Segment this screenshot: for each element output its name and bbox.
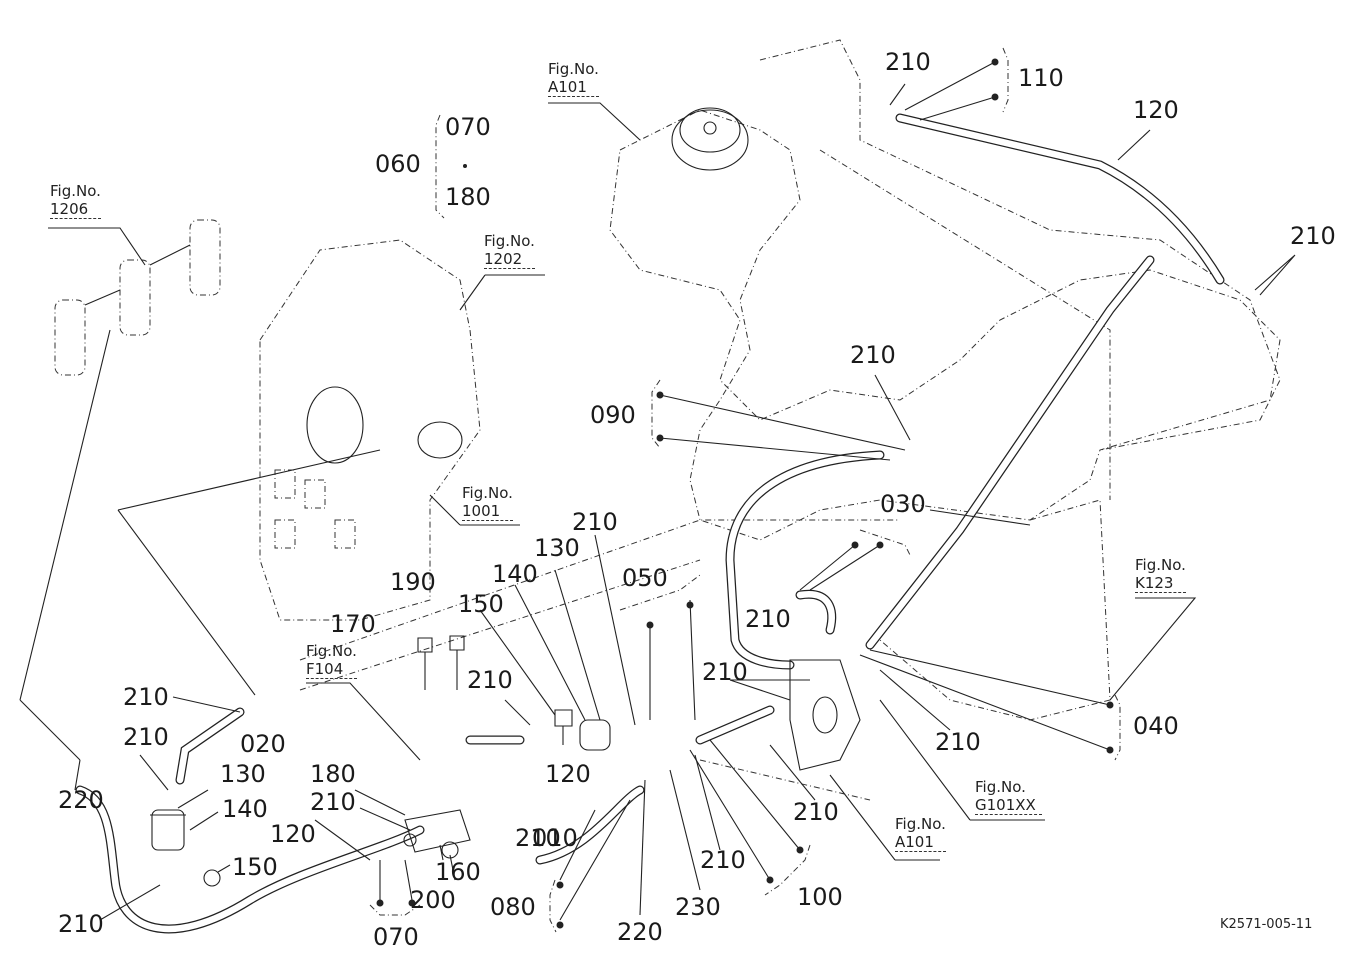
callout-210[interactable]: 210: [123, 683, 169, 711]
bolts: [203, 635, 573, 887]
callout-120[interactable]: 120: [1133, 96, 1179, 124]
fig-ref-label: Fig.No.: [895, 815, 946, 833]
callout-140[interactable]: 140: [492, 560, 538, 588]
fuel-hoses: [75, 113, 1225, 934]
callout-190[interactable]: 190: [390, 568, 436, 596]
fig-ref-number: 1206: [50, 200, 101, 219]
callout-230[interactable]: 230: [675, 893, 721, 921]
callout-100[interactable]: 100: [797, 883, 843, 911]
callout-110[interactable]: 110: [1018, 64, 1064, 92]
fig-ref-label: Fig.No.: [484, 232, 535, 250]
callout-210[interactable]: 210: [935, 728, 981, 756]
callout-080[interactable]: 080: [490, 893, 536, 921]
fig-ref-number: G101XX: [975, 796, 1042, 815]
callout-130[interactable]: 130: [220, 760, 266, 788]
callout-220[interactable]: 220: [58, 786, 104, 814]
callout-180[interactable]: 180: [310, 760, 356, 788]
leader-lines: [19, 61, 1296, 921]
callout-210[interactable]: 210: [123, 723, 169, 751]
callout-dots: [376, 58, 1114, 929]
callout-210[interactable]: 210: [58, 910, 104, 938]
chassis-frame: [299, 39, 1281, 801]
callout-210[interactable]: 210: [1290, 222, 1336, 250]
fig-ref-number: F104: [306, 660, 357, 679]
callout-020[interactable]: 020: [240, 730, 286, 758]
fuel-tank: [609, 107, 1281, 541]
fig-ref-label: Fig.No.: [975, 778, 1026, 796]
fig-ref-f104: Fig.No. F104: [306, 642, 357, 679]
callout-210[interactable]: 210: [850, 341, 896, 369]
callout-210[interactable]: 210: [885, 48, 931, 76]
fig-ref-label: Fig.No.: [462, 484, 513, 502]
callout-130[interactable]: 130: [534, 534, 580, 562]
fig-ref-label: Fig.No.: [1135, 556, 1186, 574]
mount-bracket: [403, 809, 471, 859]
fig-ref-number: 1202: [484, 250, 535, 269]
fig-ref-number: A101: [895, 833, 946, 852]
callout-170[interactable]: 170: [330, 610, 376, 638]
fuel-filter: [150, 719, 611, 851]
fig-ref-number: K123: [1135, 574, 1186, 593]
callout-120[interactable]: 120: [270, 820, 316, 848]
callout-070[interactable]: 070: [373, 923, 419, 951]
fig-ref-label: Fig.No.: [306, 642, 357, 660]
callout-150[interactable]: 150: [232, 853, 278, 881]
callout-220[interactable]: 220: [617, 918, 663, 946]
engine-block: [259, 239, 481, 621]
callout-160[interactable]: 160: [435, 858, 481, 886]
fig-ref-number: 1001: [462, 502, 513, 521]
fig-ref-1206: Fig.No. 1206: [50, 182, 101, 219]
drawing-code: K2571-005-11: [1220, 917, 1313, 932]
fig-ref-a101-bottom: Fig.No. A101: [895, 815, 946, 852]
callout-120[interactable]: 120: [545, 760, 591, 788]
callout-050[interactable]: 050: [622, 564, 668, 592]
callout-060[interactable]: 060: [375, 150, 421, 178]
callout-210[interactable]: 210: [515, 824, 561, 852]
fig-ref-label: Fig.No.: [548, 60, 599, 78]
fig-ref-g101xx: Fig.No. G101XX: [975, 778, 1042, 815]
callout-180-group[interactable]: 180: [445, 183, 491, 211]
callout-150[interactable]: 150: [458, 590, 504, 618]
callout-210[interactable]: 210: [572, 508, 618, 536]
fig-ref-1001: Fig.No. 1001: [462, 484, 513, 521]
callout-040[interactable]: 040: [1133, 712, 1179, 740]
callout-210[interactable]: 210: [700, 846, 746, 874]
callout-210[interactable]: 210: [467, 666, 513, 694]
fig-ref-a101-top: Fig.No. A101: [548, 60, 599, 97]
injectors: [54, 219, 221, 376]
fuel-pump: [789, 659, 861, 771]
callout-210[interactable]: 210: [702, 658, 748, 686]
fig-ref-1202: Fig.No. 1202: [484, 232, 535, 269]
callout-200[interactable]: 200: [410, 886, 456, 914]
fig-ref-label: Fig.No.: [50, 182, 101, 200]
callout-210[interactable]: 210: [793, 798, 839, 826]
callout-070-group[interactable]: 070: [445, 113, 491, 141]
fig-ref-k123: Fig.No. K123: [1135, 556, 1186, 593]
fig-ref-number: A101: [548, 78, 599, 97]
callout-210[interactable]: 210: [745, 605, 791, 633]
callout-210[interactable]: 210: [310, 788, 356, 816]
group-brackets: [369, 47, 1121, 933]
callout-030[interactable]: 030: [880, 490, 926, 518]
callout-010[interactable]: 010: [532, 824, 578, 852]
callout-140[interactable]: 140: [222, 795, 268, 823]
callout-090[interactable]: 090: [590, 401, 636, 429]
